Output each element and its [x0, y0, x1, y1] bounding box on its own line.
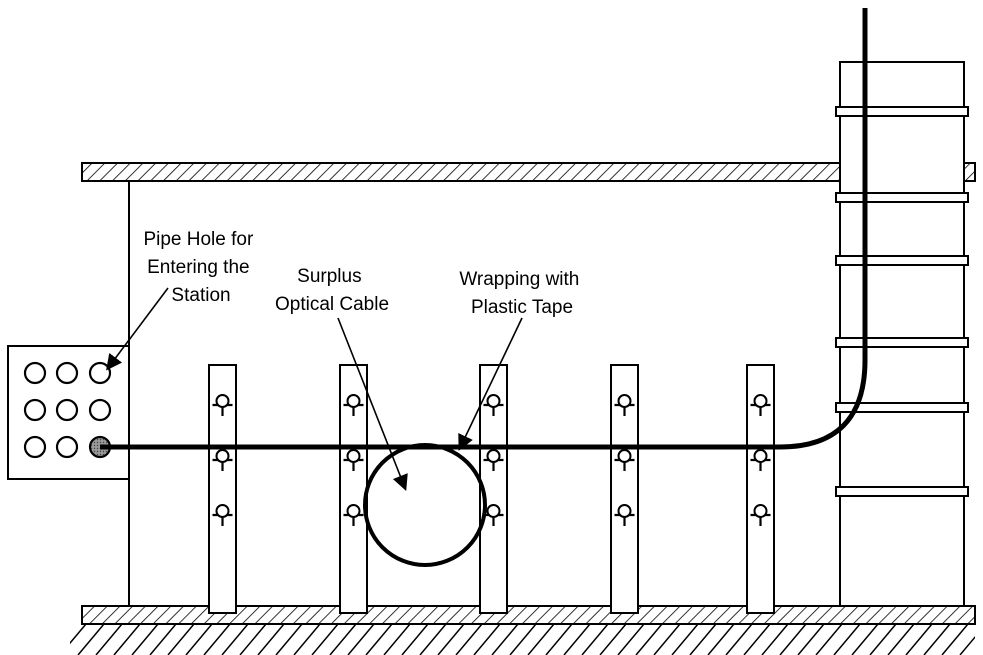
- support-bracket: [610, 364, 639, 614]
- pipe-hole: [23, 398, 47, 422]
- support-bracket: [746, 364, 775, 614]
- support-brackets: [208, 364, 775, 614]
- pipe-holes: [23, 361, 112, 459]
- surplus-cable-label: Surplus Optical Cable: [275, 266, 389, 315]
- cable-clamp: [750, 394, 771, 416]
- pipe-hole: [88, 398, 112, 422]
- cable-clamp: [212, 504, 233, 526]
- cable-clamp: [750, 449, 771, 471]
- cable-clamp: [212, 394, 233, 416]
- pipe-hole-label: Pipe Hole for Entering the Station: [143, 229, 258, 306]
- cable-clamp: [483, 449, 504, 471]
- pipe-hole: [55, 435, 79, 459]
- cable-clamp: [343, 449, 364, 471]
- cable-clamp: [483, 394, 504, 416]
- cable-clamp: [614, 504, 635, 526]
- vertical-cable-tube: [839, 61, 965, 607]
- cable-clamp: [614, 394, 635, 416]
- tube-straps: [835, 106, 969, 497]
- optical-cable: [100, 8, 868, 450]
- cable-clamp: [614, 449, 635, 471]
- support-bracket: [339, 364, 368, 614]
- cable-clamp: [750, 504, 771, 526]
- ground-hatch: [70, 624, 975, 655]
- surplus-leader: [337, 317, 408, 491]
- pipe-hole: [55, 398, 79, 422]
- cable-clamp: [212, 449, 233, 471]
- pipe-hole: [55, 361, 79, 385]
- cable-clamp: [343, 504, 364, 526]
- pipe-hole-leader: [106, 287, 169, 371]
- pipe-hole: [23, 435, 47, 459]
- cable-clamp: [343, 394, 364, 416]
- pipe-hole: [23, 361, 47, 385]
- cable-clamp: [483, 504, 504, 526]
- support-bracket: [208, 364, 237, 614]
- wrapping-label: Wrapping with Plastic Tape: [459, 269, 584, 318]
- surplus-cable-coil: [363, 443, 487, 567]
- wrapping-leader: [458, 317, 523, 451]
- pipe-hole: [88, 361, 112, 385]
